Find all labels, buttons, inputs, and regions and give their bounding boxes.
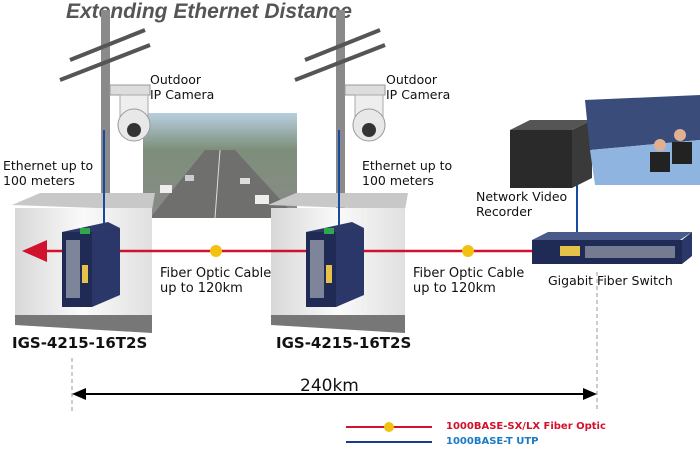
legend-fiber-label: 1000BASE-SX/LX Fiber Optic (446, 421, 606, 432)
highway-image (143, 113, 297, 219)
nvr-device (510, 120, 592, 188)
igs-switch-1 (62, 222, 120, 307)
fiber-badge-icon (462, 245, 474, 257)
switch-label: Gigabit Fiber Switch (548, 273, 673, 288)
fiber-badge-icon (384, 422, 394, 432)
igs-switch-2 (306, 222, 364, 307)
arrow-right-icon (583, 388, 597, 400)
pole-1 (59, 10, 151, 210)
distance-label: 240km (300, 376, 359, 396)
arrow-left-icon (22, 240, 47, 262)
arrow-left-icon (72, 388, 86, 400)
monitoring-center (585, 95, 700, 185)
pole-2 (294, 10, 386, 210)
diagram-title: Extending Ethernet Distance (66, 0, 352, 23)
gigabit-fiber-switch (532, 232, 692, 264)
legend-utp-label: 1000BASE-T UTP (446, 436, 539, 447)
ip-camera-2 (344, 84, 386, 142)
fiber-badge-icon (210, 245, 222, 257)
model-label-2: IGS-4215-16T2S (276, 334, 412, 352)
model-label-1: IGS-4215-16T2S (12, 334, 148, 352)
ip-camera-1 (109, 84, 151, 142)
